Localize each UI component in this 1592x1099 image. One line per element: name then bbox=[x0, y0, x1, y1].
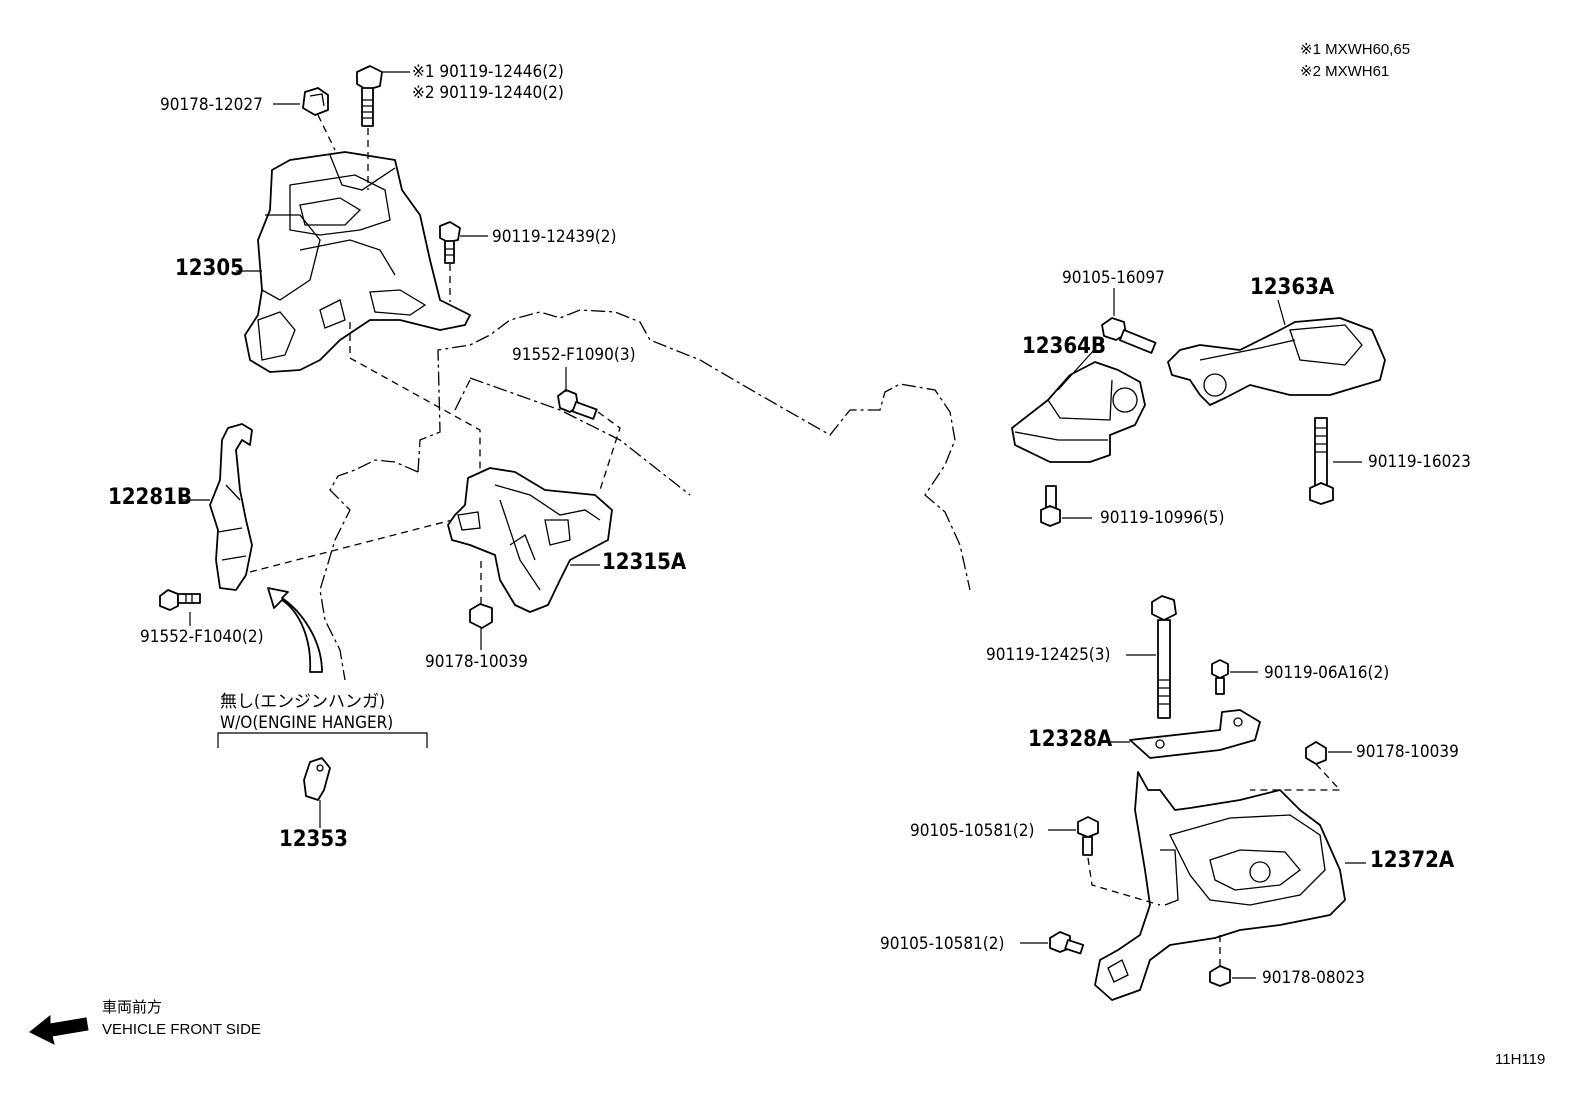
label-12353: 12353 bbox=[279, 827, 348, 852]
label-12281B: 12281B bbox=[108, 485, 192, 510]
label-90105-10581-a: 90105-10581(2) bbox=[910, 821, 1035, 841]
engine-inner-line-2 bbox=[454, 379, 471, 411]
figure-code: 11H119 bbox=[1495, 1051, 1546, 1068]
label-12363A: 12363A bbox=[1250, 275, 1335, 300]
label-90119-12446: ※1 90119-12446(2) bbox=[412, 62, 564, 82]
direction-jp: 車両前方 bbox=[102, 999, 163, 1016]
bolt-90119-10996 bbox=[1040, 485, 1061, 527]
label-12364B: 12364B bbox=[1022, 334, 1106, 359]
label-90119-10996: 90119-10996(5) bbox=[1100, 508, 1225, 528]
label-90119-12440: ※2 90119-12440(2) bbox=[412, 83, 564, 103]
nut-90178-10039-right bbox=[1305, 741, 1327, 765]
label-12305: 12305 bbox=[175, 256, 244, 281]
bolt-90119-12446 bbox=[356, 65, 383, 127]
label-engine-hanger-jp: 無し(エンジンハンガ) bbox=[220, 692, 385, 712]
vehicle-front-arrow-icon bbox=[29, 1014, 89, 1045]
part-12353 bbox=[303, 757, 331, 801]
dash-12027 bbox=[317, 114, 336, 151]
label-12315A: 12315A bbox=[602, 550, 687, 575]
note-1: ※1 MXWH60,65 bbox=[1300, 41, 1411, 58]
engine-mount-bracket-12305 bbox=[244, 151, 471, 373]
bolt-90105-10581-b bbox=[1049, 931, 1085, 955]
dash-12305-engine bbox=[349, 322, 481, 470]
label-90178-12027: 90178-12027 bbox=[160, 95, 263, 115]
nut-90178-08023 bbox=[1209, 965, 1231, 987]
torque-rod-12363A bbox=[1167, 317, 1386, 406]
dash-10581-a bbox=[1087, 857, 1161, 906]
label-91552-F1040: 91552-F1040(2) bbox=[140, 627, 264, 647]
label-90119-12439: 90119-12439(2) bbox=[492, 227, 617, 247]
install-arrow bbox=[267, 587, 323, 673]
engine-inner-line bbox=[469, 377, 691, 496]
engine-mount-12372A bbox=[1094, 771, 1346, 1001]
bolt-90105-10581-a bbox=[1077, 816, 1099, 856]
label-90105-16097: 90105-16097 bbox=[1062, 268, 1165, 288]
bolt-91552-F1090 bbox=[557, 389, 598, 420]
engine-outline bbox=[319, 309, 971, 681]
leader-lines bbox=[180, 71, 1366, 979]
label-12372A: 12372A bbox=[1370, 848, 1455, 873]
label-90178-10039-right: 90178-10039 bbox=[1356, 742, 1459, 762]
bolt-91552-F1040 bbox=[159, 589, 201, 611]
nut-90178-12027 bbox=[302, 87, 329, 116]
bolt-90105-16097 bbox=[1101, 317, 1157, 354]
dash-F1090 bbox=[597, 411, 621, 491]
bolt-90119-12439 bbox=[439, 221, 461, 264]
label-90119-16023: 90119-16023 bbox=[1368, 452, 1471, 472]
bolt-90119-06A16 bbox=[1211, 659, 1229, 695]
engine-hanger-12281B bbox=[209, 423, 253, 591]
label-engine-hanger-en: W/O(ENGINE HANGER) bbox=[220, 713, 394, 733]
label-90119-12425: 90119-12425(3) bbox=[986, 645, 1111, 665]
note-2: ※2 MXWH61 bbox=[1300, 63, 1390, 80]
label-91552-F1090: 91552-F1090(3) bbox=[512, 345, 636, 365]
plate-12328A bbox=[1129, 709, 1261, 759]
bolt-90119-12425 bbox=[1151, 595, 1177, 719]
bolt-90119-16023 bbox=[1309, 417, 1334, 505]
label-90119-06A16: 90119-06A16(2) bbox=[1264, 663, 1390, 683]
label-90105-10581-b: 90105-10581(2) bbox=[880, 934, 1005, 954]
direction-en: VEHICLE FRONT SIDE bbox=[102, 1021, 261, 1038]
label-12328A: 12328A bbox=[1028, 727, 1113, 752]
dash-12281B bbox=[249, 517, 461, 573]
label-90178-08023: 90178-08023 bbox=[1262, 968, 1365, 988]
dash-10039-right bbox=[1250, 763, 1342, 791]
hanger-bracket-line bbox=[217, 732, 428, 748]
engine-mount-bracket-12315A bbox=[447, 467, 613, 613]
nut-90178-10039-left bbox=[469, 603, 493, 629]
label-90178-10039-left: 90178-10039 bbox=[425, 652, 528, 672]
bracket-12364B bbox=[1011, 361, 1146, 463]
